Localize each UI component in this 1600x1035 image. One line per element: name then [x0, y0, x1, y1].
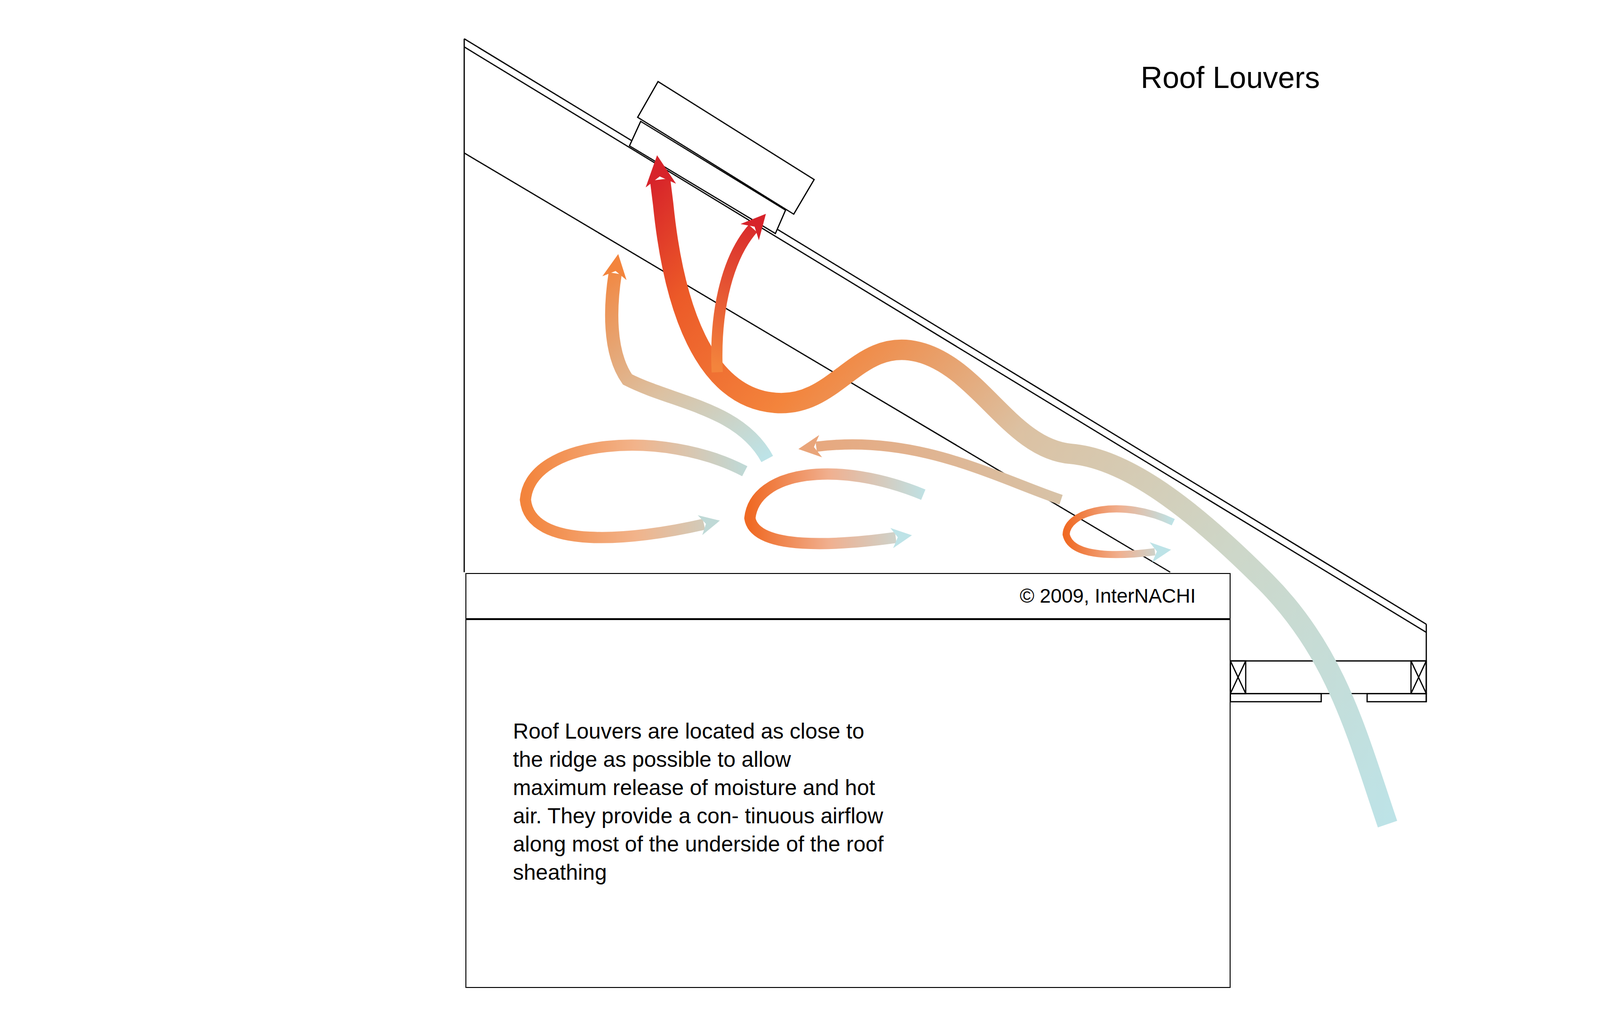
node-text: © 2009, InterNACHI — [1019, 584, 1196, 608]
ridge-line — [463, 38, 465, 573]
soffit-panel — [1367, 693, 1427, 702]
soffit-block — [1410, 661, 1427, 694]
airflow-arrow — [525, 445, 745, 538]
soffit-block-cross — [1230, 661, 1247, 694]
ceiling-band: © 2009, InterNACHI — [465, 573, 1231, 620]
airflow-arrow — [1066, 509, 1174, 555]
soffit-block — [1230, 661, 1247, 694]
roof-surface-line — [464, 38, 1426, 624]
diagram-title: Roof Louvers — [1140, 60, 1320, 96]
roof-sheathing-line — [464, 47, 1426, 633]
node-text: Roof Louvers are located as close to the… — [512, 717, 890, 887]
airflow-arrow — [716, 228, 753, 373]
airflow-arrow — [816, 444, 1061, 501]
airflow-arrow — [749, 474, 924, 544]
soffit-block-cross — [1410, 661, 1427, 694]
soffit-panel — [1230, 693, 1322, 702]
airflow-arrow — [611, 273, 768, 460]
description-box: Roof Louvers are located as close to the… — [465, 619, 1231, 989]
rafter-line — [464, 152, 1170, 573]
soffit-block-cross — [1410, 661, 1427, 694]
soffit-block-cross — [1230, 661, 1247, 694]
